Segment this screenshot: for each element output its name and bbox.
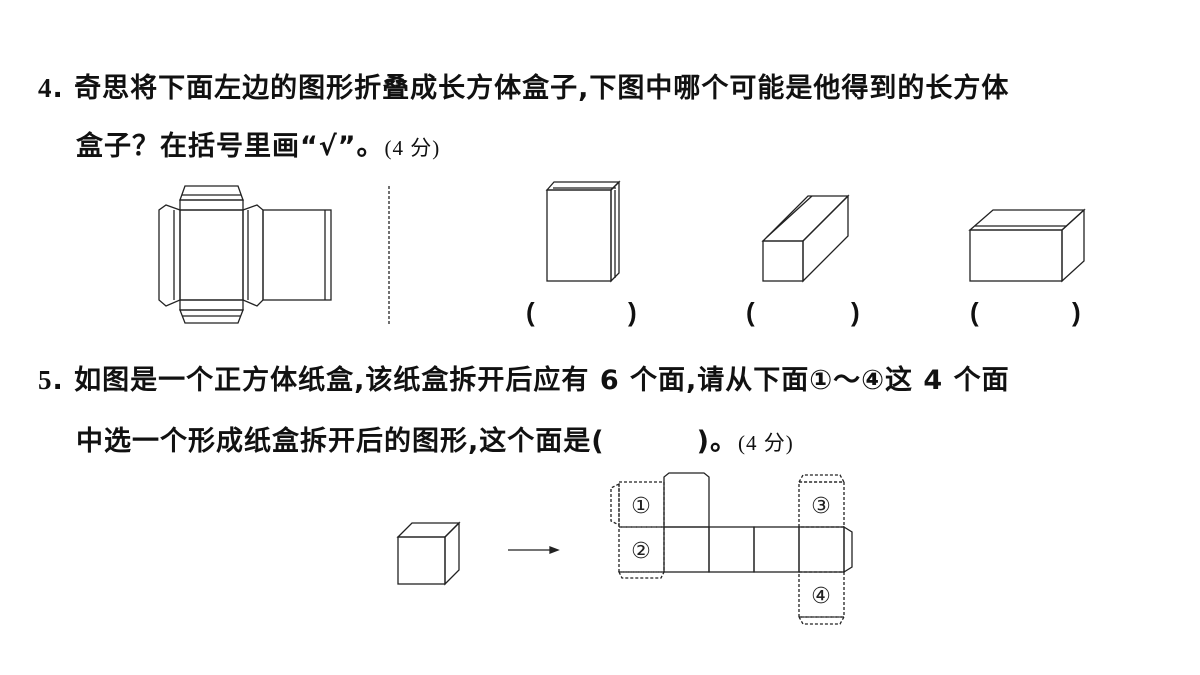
q4-line1: 4. 奇思将下面左边的图形折叠成长方体盒子,下图中哪个可能是他得到的长方体 [38, 73, 1010, 104]
q4-option3-box [968, 208, 1086, 283]
q4-option1-close-paren[interactable]: ) [628, 297, 637, 327]
q5-candidate-faces [610, 474, 846, 625]
q5-line1: 5. 如图是一个正方体纸盒,该纸盒拆开后应有 6 个面,请从下面①～④这 4 个… [38, 365, 1010, 396]
q5-cube-net [663, 472, 853, 574]
q4-line2: 盒子？在括号里画“√”。(4 分) [76, 124, 440, 163]
q5-face3-label: ③ [811, 494, 831, 519]
q4-option2-box [761, 194, 850, 283]
q4-box-net [158, 185, 332, 324]
q5-number: 5 [38, 365, 53, 395]
q5-text-line2a: 中选一个形成纸盒拆开后的图形,这个面是( [76, 426, 605, 457]
q4-option3-open-paren[interactable]: ( [970, 297, 979, 327]
q4-option2-open-paren[interactable]: ( [746, 297, 755, 327]
q4-text-line2: 盒子？在括号里画“√”。 [76, 131, 385, 162]
q4-option1-box [545, 180, 621, 283]
q4-option3-close-paren[interactable]: ) [1072, 297, 1081, 327]
q4-option2-close-paren[interactable]: ) [851, 297, 860, 327]
q4-score: (4 分) [384, 136, 441, 160]
q4-text-line1: 奇思将下面左边的图形折叠成长方体盒子,下图中哪个可能是他得到的长方体 [74, 73, 1010, 104]
q5-face2-outline[interactable] [618, 526, 665, 573]
q5-face2-label: ② [631, 539, 651, 564]
q5-face1-label: ① [631, 494, 651, 519]
q5-score: (4 分) [737, 431, 794, 455]
q4-number: 4 [38, 73, 53, 103]
q5-face4-label: ④ [811, 584, 831, 609]
q5-line2: 中选一个形成纸盒拆开后的图形,这个面是( )。(4 分) [76, 419, 794, 458]
arrow-icon [508, 546, 560, 554]
q5-text-line1: 如图是一个正方体纸盒,该纸盒拆开后应有 6 个面,请从下面①～④这 4 个面 [74, 365, 1010, 396]
q4-option1-open-paren[interactable]: ( [526, 297, 535, 327]
q5-cube [396, 521, 461, 586]
q5-text-line2b: )。 [696, 426, 738, 457]
